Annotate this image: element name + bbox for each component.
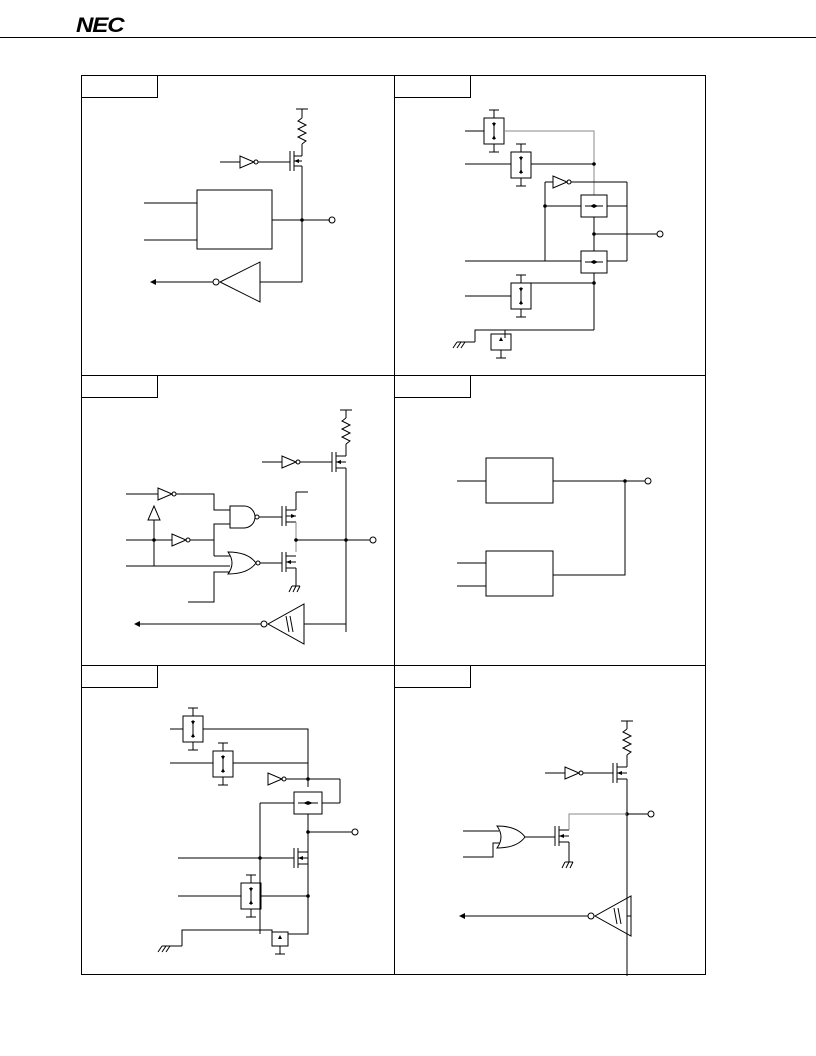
nor-gate-icon: [227, 551, 257, 575]
panel-5-tab: [82, 666, 158, 688]
panel-5-circuit: [157, 707, 359, 955]
or-gate-icon: [496, 825, 526, 849]
logic-block: [196, 189, 273, 250]
inverter-icon: [239, 155, 256, 169]
panel-3-tab: [82, 376, 158, 398]
logic-block-upper: [485, 457, 554, 504]
circuit-diagram-grid: [81, 75, 706, 976]
panel-2-circuit: [452, 109, 664, 359]
panel-2-tab: [395, 76, 471, 98]
panel-3-circuit: [126, 409, 377, 645]
input-buffer-icon: [218, 261, 261, 303]
grid-divider-row-1: [82, 375, 705, 376]
logic-block-lower: [485, 550, 554, 597]
panel-6-tab: [395, 666, 471, 688]
panel-4-tab: [395, 376, 471, 398]
pullup-resistor-icon: [296, 117, 308, 145]
grid-divider-row-2: [82, 665, 705, 666]
panel-6-circuit: [459, 720, 655, 976]
nand-gate-icon: [229, 505, 256, 529]
panel-4-circuit: [457, 457, 652, 597]
header-rule: [0, 37, 816, 38]
grid-vertical-divider: [394, 76, 395, 974]
output-pin-icon: [328, 216, 336, 224]
schmitt-buffer-icon: [266, 603, 305, 645]
panel-1-circuit: [144, 108, 336, 303]
nec-logo: NEC: [76, 14, 125, 37]
panel-1-tab: [82, 76, 158, 98]
